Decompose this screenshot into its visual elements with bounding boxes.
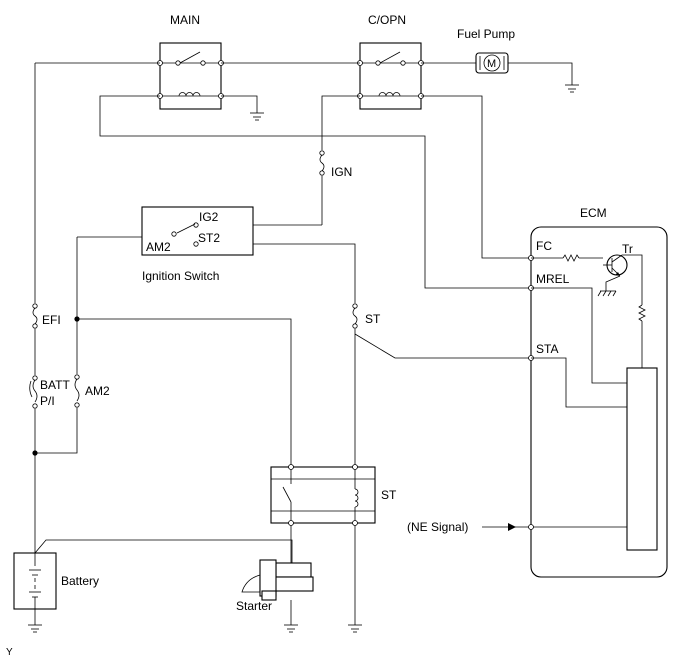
fuel-pump-motor: M	[475, 52, 509, 74]
ecm-label: ECM	[580, 206, 607, 220]
pi-fuse-label: P/I	[40, 394, 55, 408]
main-relay	[157, 42, 224, 110]
wiring	[34, 62, 627, 625]
ground-icon	[565, 84, 579, 93]
ground-icon	[348, 624, 362, 633]
fc-label: FC	[536, 239, 552, 253]
st-fuse	[352, 303, 358, 329]
copn-relay-label: C/OPN	[368, 13, 406, 27]
battery	[13, 552, 57, 610]
ign-fuse-label: IGN	[331, 165, 352, 179]
efi-fuse	[32, 303, 38, 329]
ecm-box	[528, 226, 668, 578]
am2-fuse	[74, 374, 80, 408]
ground-icon	[250, 112, 264, 121]
sta-label: STA	[536, 342, 558, 356]
fuel-pump-label: Fuel Pump	[457, 27, 515, 41]
ignition-switch-label: Ignition Switch	[142, 269, 219, 283]
ground-icon	[28, 624, 42, 633]
starter-label: Starter	[236, 599, 272, 613]
batt-pi-fuse	[29, 375, 38, 409]
starter-motor	[241, 559, 314, 601]
st-fuse-label: ST	[365, 312, 381, 326]
corner-mark: Y	[6, 647, 13, 658]
batt-fuse-label: BATT	[40, 378, 70, 392]
mrel-label: MREL	[536, 272, 570, 286]
ne-signal-label: (NE Signal)	[407, 520, 468, 534]
ground-symbols	[28, 84, 579, 633]
st2-label: ST2	[198, 231, 220, 245]
tr-label: Tr	[622, 242, 633, 256]
ign-fuse	[319, 150, 325, 176]
main-relay-label: MAIN	[170, 13, 200, 27]
efi-fuse-label: EFI	[42, 313, 61, 327]
am2-switch-label: AM2	[146, 240, 171, 254]
junction-dot	[32, 450, 38, 456]
st-relay	[270, 464, 376, 526]
ground-icon	[284, 624, 298, 633]
battery-label: Battery	[61, 574, 99, 588]
ignition-switch	[141, 206, 254, 256]
motor-symbol: M	[487, 58, 496, 70]
st-relay-label: ST	[381, 488, 397, 502]
copn-relay	[357, 42, 424, 110]
junction-dot	[74, 316, 80, 322]
am2-fuse-label: AM2	[85, 384, 110, 398]
ig2-label: IG2	[199, 210, 219, 224]
